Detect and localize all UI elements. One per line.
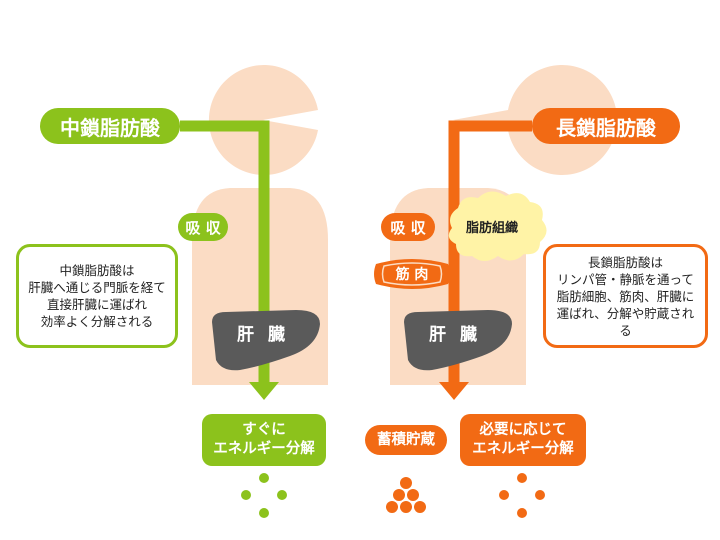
decomposed-dots [499, 473, 545, 518]
left-head-pacman [208, 65, 318, 175]
decomposed-dot [499, 490, 509, 500]
decompose-result-box: 必要に応じて エネルギー分解 [460, 414, 586, 466]
right-liver-shape [404, 310, 512, 371]
green-dot [241, 490, 251, 500]
right-title: 長鎖脂肪酸 [532, 108, 680, 144]
stored-dot [407, 489, 419, 501]
right-absorb-label: 吸 収 [381, 213, 435, 241]
left-description-box: 中鎖脂肪酸は 肝臓へ通じる門脈を経て 直接肝臓に運ばれ 効率よく分解される [16, 244, 178, 348]
left-arrow [180, 120, 279, 400]
left-absorb-label: 吸 収 [178, 213, 228, 241]
stored-dots [386, 477, 426, 513]
stored-result-box: 蓄積貯蔵 [365, 425, 447, 455]
stored-result-text: 蓄積貯蔵 [377, 431, 435, 448]
right-description-box: 長鎖脂肪酸は リンパ管・静脈を通って 脂肪細胞、筋肉、肝臓に 運ばれ、分解や貯蔵… [543, 244, 708, 348]
adipose-label: 脂肪組織 [466, 221, 519, 236]
muscle-band [374, 259, 450, 289]
decomposed-dot [535, 490, 545, 500]
right-arrow-line [448, 120, 532, 384]
decomposed-dot [517, 508, 527, 518]
decomposed-dot [517, 473, 527, 483]
stored-dot [393, 489, 405, 501]
muscle-band-highlight [381, 262, 443, 286]
left-liver-label: 肝 臓 [237, 324, 289, 345]
left-result-box: すぐに エネルギー分解 [202, 414, 326, 466]
left-result-text: すぐに エネルギー分解 [213, 422, 315, 457]
stored-dot [414, 501, 426, 513]
green-dot [277, 490, 287, 500]
right-description-text: 長鎖脂肪酸は リンパ管・静脈を通って 脂肪細胞、筋肉、肝臓に 運ばれ、分解や貯蔵… [556, 254, 695, 338]
right-liver-label: 肝 臓 [429, 324, 481, 345]
decompose-result-text: 必要に応じて エネルギー分解 [472, 422, 574, 457]
green-dot [259, 473, 269, 483]
right-arrow-head [439, 382, 469, 400]
green-dots [241, 473, 287, 518]
stored-dot [400, 477, 412, 489]
right-arrow [439, 120, 532, 400]
left-arrow-head [249, 382, 279, 400]
stored-dot [400, 501, 412, 513]
left-liver-shape [212, 310, 320, 371]
stored-dot [386, 501, 398, 513]
left-description-text: 中鎖脂肪酸は 肝臓へ通じる門脈を経て 直接肝臓に運ばれ 効率よく分解される [28, 263, 166, 329]
adipose-cloud [448, 191, 547, 261]
left-title: 中鎖脂肪酸 [40, 108, 180, 144]
muscle-label: 筋 肉 [395, 267, 429, 283]
left-arrow-line [180, 120, 270, 384]
green-dot [259, 508, 269, 518]
